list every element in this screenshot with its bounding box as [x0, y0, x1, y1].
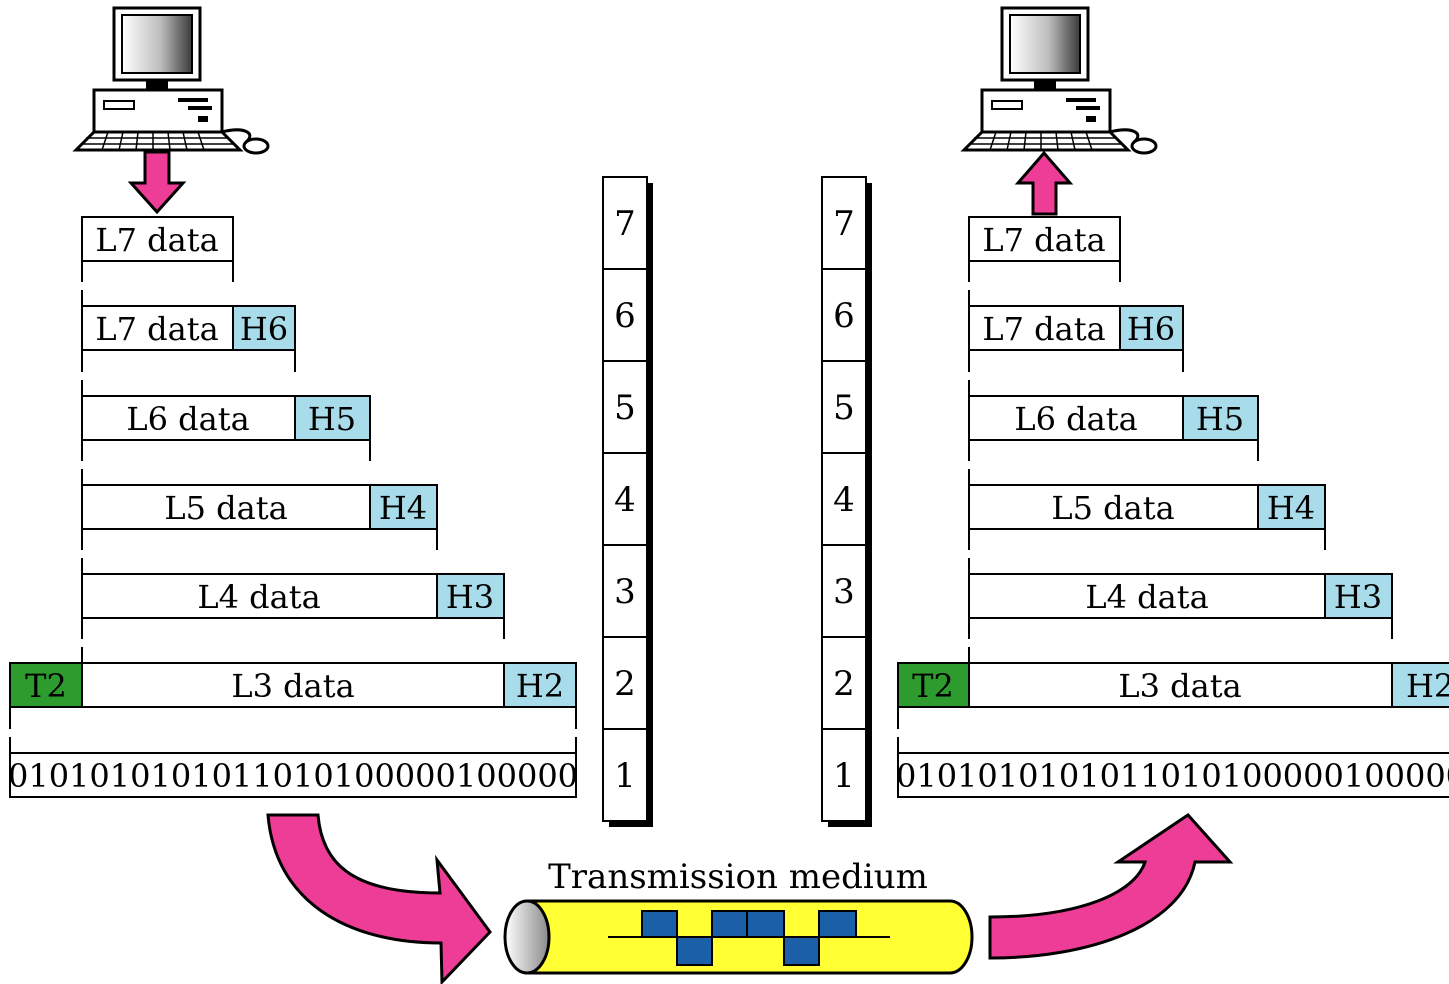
transmission-medium-label: Transmission medium — [548, 857, 928, 897]
receiver-header-h4-label: H4 — [1267, 489, 1315, 527]
sender-layer-3: 3 — [614, 572, 636, 612]
sender-header-h3 — [436, 573, 505, 619]
sender-row-5-data: L3 data — [231, 667, 354, 705]
receiver-header-h6-label: H6 — [1127, 310, 1175, 348]
sender-row-0-data: L7 data — [95, 221, 218, 259]
sender-layer-2: 2 — [614, 664, 636, 704]
sender-header-h4-label: H4 — [379, 489, 427, 527]
receiver-header-h3-label: H3 — [1334, 578, 1382, 616]
receiver-bitstream: 0101010101011010100000100000 — [896, 757, 1449, 795]
sender-header-h5-label: H5 — [308, 400, 356, 438]
up-arrow-icon — [1014, 150, 1074, 216]
receiver-row-5-data: L3 data — [1118, 667, 1241, 705]
receiver-row-2-data: L6 data — [1014, 400, 1137, 438]
sender-trailer-t2-label: T2 — [25, 667, 67, 705]
receiver-row-1-data: L7 data — [982, 310, 1105, 348]
sender-layer-1: 1 — [614, 756, 636, 796]
receiver-layer-7: 7 — [833, 204, 855, 244]
receiver-row-4-data: L4 data — [1085, 578, 1208, 616]
sender-layer-6: 6 — [614, 296, 636, 336]
receiver-layer-column: 7 6 5 4 3 2 1 — [821, 176, 872, 827]
sender-layer-5: 5 — [614, 388, 636, 428]
receive-curved-arrow-icon — [988, 813, 1234, 960]
receiver-header-h2-label: H2 — [1406, 667, 1449, 705]
receiver-row-3-data: L5 data — [1051, 489, 1174, 527]
send-curved-arrow-icon — [266, 813, 492, 984]
down-arrow-icon — [127, 150, 187, 215]
receiver-layer-4: 4 — [833, 480, 855, 520]
sender-stack: L7 data L7 data H6 L6 data H5 L5 data H4… — [8, 216, 578, 798]
receiver-header-h6 — [1119, 305, 1184, 351]
sender-row-3-data: L5 data — [164, 489, 287, 527]
sender-layer-column: 7 6 5 4 3 2 1 — [602, 176, 653, 827]
receiver-header-h5-label: H5 — [1196, 400, 1244, 438]
sender-header-h6 — [232, 305, 296, 351]
receiver-layer-3: 3 — [833, 572, 855, 612]
sender-header-h3-label: H3 — [446, 578, 494, 616]
receiver-layer-2: 2 — [833, 664, 855, 704]
sender-row-2-data: L6 data — [126, 400, 249, 438]
receiver-stack: L7 data L7 data H6 L6 data H5 L5 data H4… — [896, 216, 1449, 798]
sender-header-h5 — [294, 395, 371, 441]
receiver-layer-5: 5 — [833, 388, 855, 428]
receiver-layer-1: 1 — [833, 756, 855, 796]
receiver-computer-icon — [960, 6, 1158, 155]
sender-layer-4: 4 — [614, 480, 636, 520]
sender-row-1-data: L7 data — [95, 310, 218, 348]
receiver-header-h4 — [1257, 484, 1326, 530]
receiver-row-0-data: L7 data — [982, 221, 1105, 259]
sender-row-4-data: L4 data — [197, 578, 320, 616]
sender-bitstream: 0101010101011010100000100000 — [8, 757, 578, 795]
sender-header-h2-label: H2 — [516, 667, 564, 705]
sender-trailer-t2 — [9, 662, 83, 708]
receiver-trailer-t2-label: T2 — [912, 667, 954, 705]
sender-layer-7: 7 — [614, 204, 636, 244]
sender-header-h6-label: H6 — [240, 310, 288, 348]
sender-computer-icon — [72, 6, 270, 155]
signal-waveform — [608, 910, 890, 966]
receiver-layer-6: 6 — [833, 296, 855, 336]
